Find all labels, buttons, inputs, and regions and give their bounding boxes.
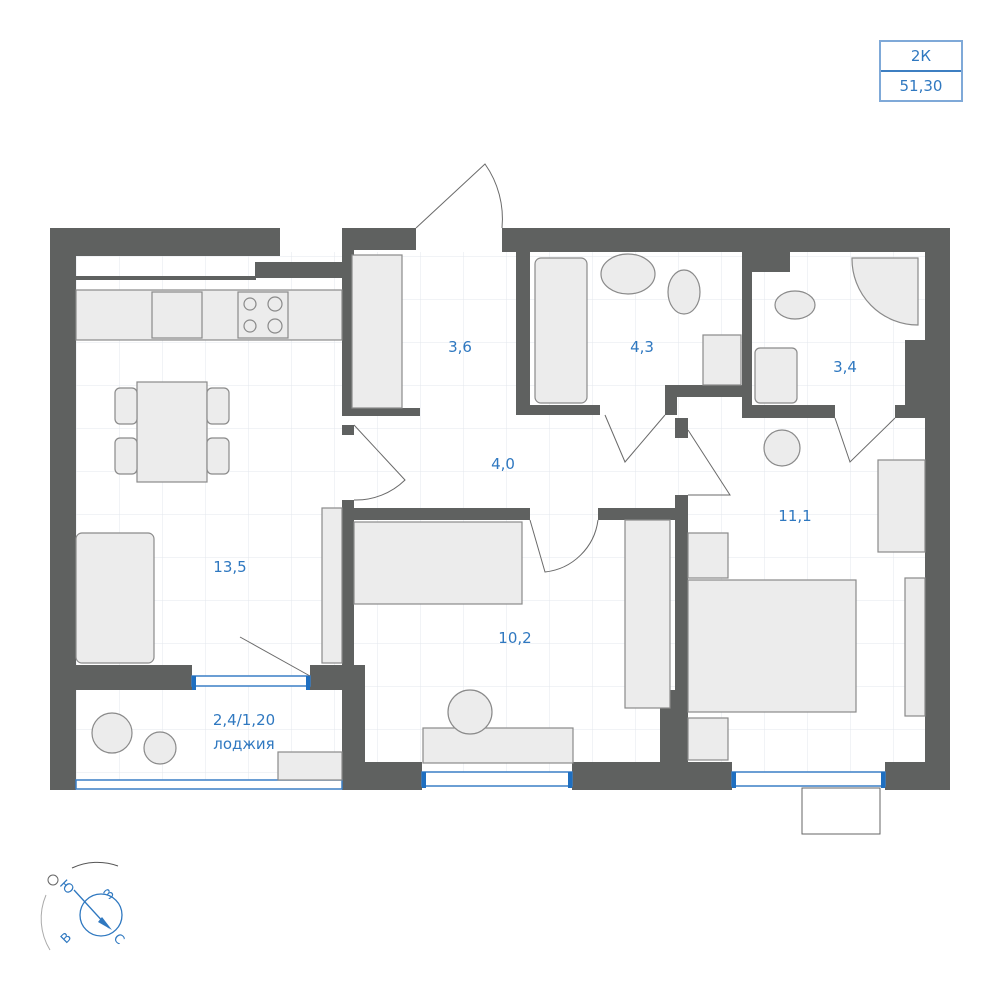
- total-area: 51,30: [899, 77, 943, 95]
- shower-icon: [851, 257, 919, 326]
- bedroom-wardrobe: [624, 519, 671, 709]
- cabinet: [321, 507, 343, 664]
- chair: [447, 689, 493, 735]
- washbasin-icon: [600, 253, 656, 295]
- compass-north: С: [110, 931, 127, 948]
- bathtub-icon: [534, 257, 588, 404]
- furniture: [75, 253, 926, 835]
- toilet-icon: [667, 269, 701, 315]
- toilet-area: 3,4: [833, 358, 857, 376]
- windows: [75, 675, 886, 790]
- walls: [50, 228, 950, 790]
- apartment-badge: 2К 51,30: [879, 40, 963, 102]
- balcony-step: [801, 787, 881, 835]
- washing-machine-icon: [702, 334, 742, 386]
- bathroom-area: 4,3: [630, 338, 654, 356]
- nightstand-2: [687, 717, 729, 761]
- entrance-door[interactable]: [415, 163, 503, 229]
- room-labels: 13,5 3,6 4,3 3,4 4,0 11,1 10,2 2,4/1,20 …: [213, 338, 857, 753]
- room-count: 2К: [881, 42, 961, 72]
- kitchen-area: 13,5: [213, 558, 246, 576]
- sofa: [75, 532, 155, 664]
- hall-area: 4,0: [491, 455, 515, 473]
- double-bed: [687, 579, 857, 713]
- compass-east: В: [58, 930, 75, 947]
- washbasin-icon-2: [754, 347, 798, 404]
- wardrobe-area: 3,6: [448, 338, 472, 356]
- dresser: [877, 459, 926, 553]
- bedroom-area: 11,1: [778, 507, 811, 525]
- single-bed: [353, 521, 523, 605]
- plant-icon: [91, 712, 133, 754]
- desk: [422, 727, 574, 764]
- shelf: [904, 577, 926, 717]
- wardrobe: [351, 254, 403, 409]
- compass-south: Ю: [56, 877, 77, 898]
- doors: [239, 414, 896, 677]
- toilet-icon-2: [774, 290, 816, 320]
- room-area: 10,2: [498, 629, 531, 647]
- loggia-area: 2,4/1,20: [213, 711, 275, 729]
- loggia-box: [277, 751, 343, 781]
- sink-icon: [151, 291, 203, 339]
- kitchen-counter: [75, 289, 343, 341]
- compass: Ю З В С: [40, 861, 127, 951]
- sun-icon: [47, 874, 59, 886]
- plant-icon-2: [143, 731, 177, 765]
- dining-table: [136, 381, 208, 483]
- loggia-label: лоджия: [213, 735, 274, 753]
- nightstand: [687, 532, 729, 579]
- plant-icon-3: [763, 429, 801, 467]
